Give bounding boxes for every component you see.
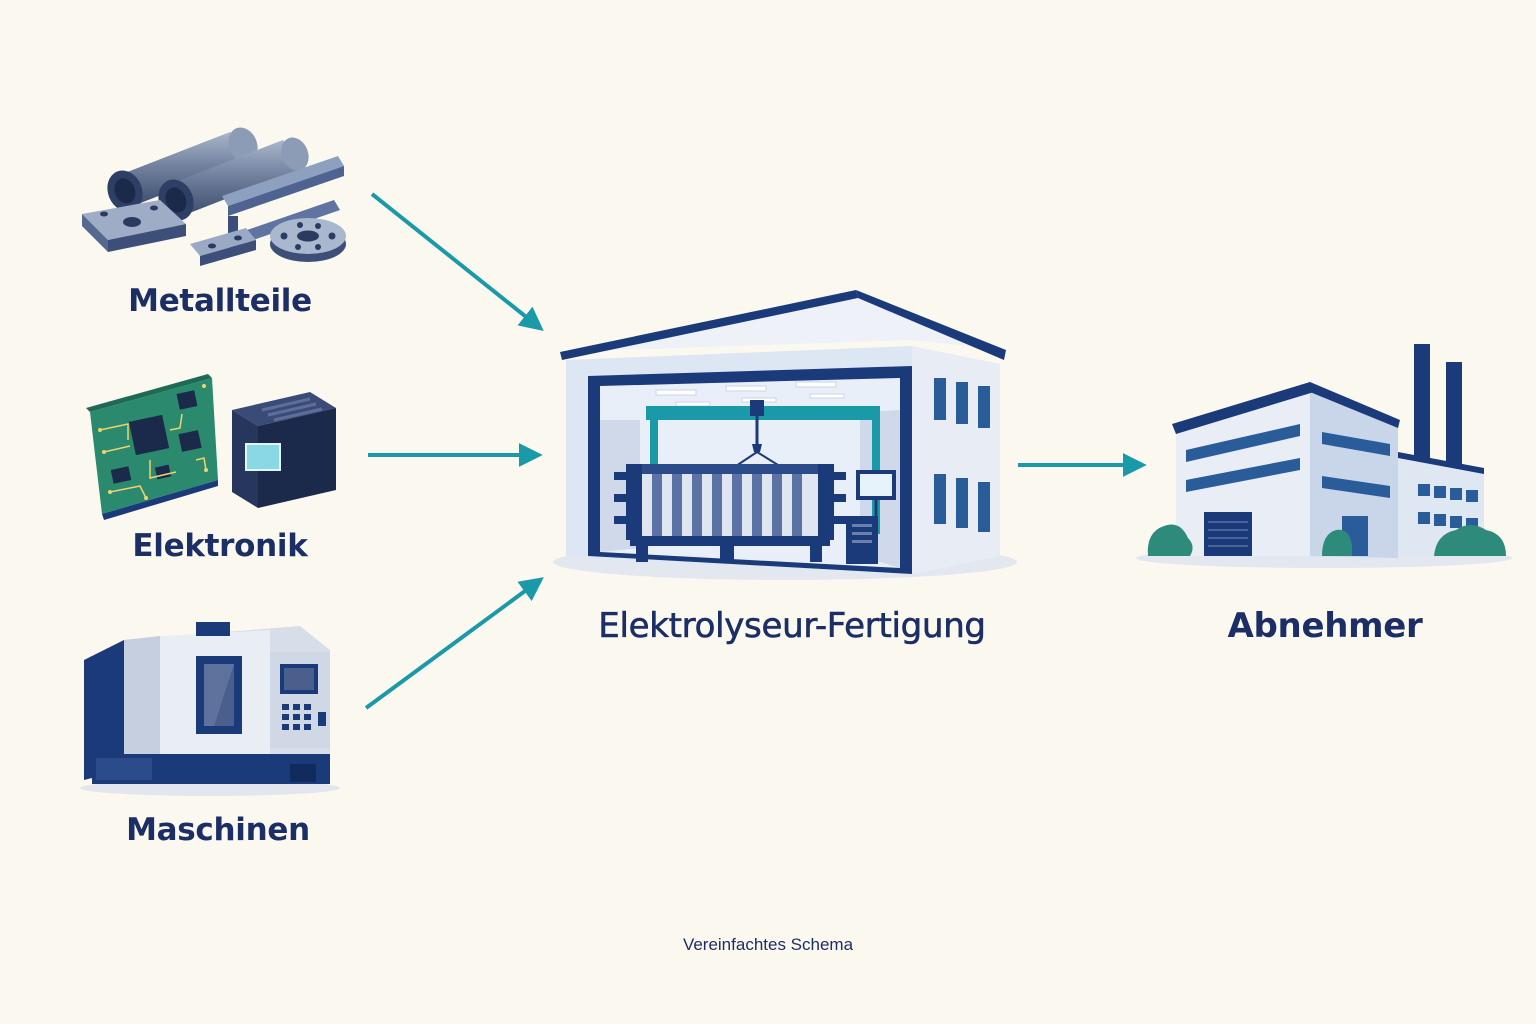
electronics-label: Elektronik [132, 528, 308, 564]
factory-label: Elektrolyseur-Fertigung [598, 606, 986, 647]
electronics-icon [86, 374, 336, 520]
customer-factory-icon [1136, 344, 1512, 568]
arrow-machines-to-factory [364, 577, 544, 710]
machines-label: Maschinen [126, 812, 310, 848]
customer-label: Abnehmer [1227, 606, 1423, 646]
electrolyzer-factory-icon [553, 290, 1017, 580]
metal-parts-label: Metallteile [128, 283, 312, 319]
metal-parts-icon [82, 127, 346, 266]
arrow-metal-to-factory [370, 192, 544, 331]
footnote: Vereinfachtes Schema [682, 935, 854, 954]
machine-icon [80, 622, 340, 796]
